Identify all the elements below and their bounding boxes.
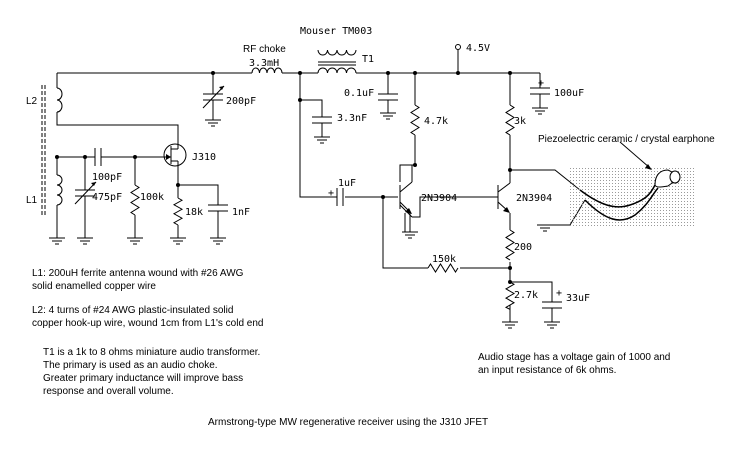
cap-475pf xyxy=(74,181,97,205)
resistor-200 xyxy=(505,229,515,261)
label-plus-1uf: + xyxy=(328,188,334,199)
label-rf-choke-value: 3.3mH xyxy=(249,58,279,69)
label-3k: 3k xyxy=(514,116,526,127)
label-475pf: 475pF xyxy=(92,192,122,203)
note-audio-line2: an input resistance of 6k ohms. xyxy=(478,365,616,376)
note-t1-line2: The primary is used as an audio choke. xyxy=(43,360,218,371)
label-33uf: 33uF xyxy=(566,293,590,304)
supply-terminal xyxy=(455,44,461,50)
resistor-2.7k xyxy=(504,281,516,310)
label-l2: L2 xyxy=(26,96,38,107)
label-200pf: 200pF xyxy=(226,96,256,107)
label-3.3nf: 3.3nF xyxy=(337,113,367,124)
label-rf-choke: RF choke xyxy=(243,44,286,55)
label-plus-100uf: + xyxy=(538,78,544,89)
resistor-18k xyxy=(172,197,184,226)
resistor-100k xyxy=(130,184,140,216)
earphone xyxy=(568,141,696,228)
label-1uf: 1uF xyxy=(338,178,356,189)
label-18k: 18k xyxy=(185,207,203,218)
coil-l2 xyxy=(56,87,63,113)
note-t1-line1: T1 is a 1k to 8 ohms miniature audio tra… xyxy=(43,347,260,358)
transistor-q2 xyxy=(490,182,511,213)
jfet-j310 xyxy=(160,143,187,167)
label-100k: 100k xyxy=(140,192,164,203)
label-100pf: 100pF xyxy=(92,172,122,183)
label-earphone: Piezoelectric ceramic / crystal earphone xyxy=(538,134,715,145)
note-t1-line4: response and overall volume. xyxy=(43,386,174,397)
label-1nf: 1nF xyxy=(232,207,250,218)
cap-0.1uf xyxy=(378,93,398,101)
cap-200pf xyxy=(202,85,225,109)
cap-33uf xyxy=(542,301,562,309)
label-j310: J310 xyxy=(192,152,216,163)
label-150k: 150k xyxy=(432,254,456,265)
cap-3.3nf xyxy=(312,116,332,124)
cap-1nf xyxy=(208,204,228,212)
label-2.7k: 2.7k xyxy=(514,290,538,301)
label-q1: 2N3904 xyxy=(421,193,457,204)
ferrite-rod xyxy=(41,85,46,215)
label-100uf: 100uF xyxy=(554,88,584,99)
ground-symbols xyxy=(48,107,561,329)
note-audio-line1: Audio stage has a voltage gain of 1000 a… xyxy=(478,352,670,363)
label-l1: L1 xyxy=(26,195,38,206)
coil-l1 xyxy=(56,174,63,206)
rf-choke xyxy=(251,67,283,74)
resistor-3k xyxy=(505,104,515,136)
junction-dots xyxy=(55,71,512,284)
note-l1-line1: L1: 200uH ferrite antenna wound with #26… xyxy=(32,268,244,279)
label-transformer: Mouser TM003 xyxy=(300,26,372,37)
note-l2-line2: copper hook-up wire, wound 1cm from L1's… xyxy=(32,318,263,329)
label-t1: T1 xyxy=(362,54,374,65)
note-l1-line2: solid enamelled copper wire xyxy=(32,281,156,292)
label-plus-33uf: + xyxy=(556,288,562,299)
note-l2-line1: L2: 4 turns of #24 AWG plastic-insulated… xyxy=(32,305,233,316)
label-supply: 4.5V xyxy=(466,43,490,54)
resistor-150k xyxy=(427,263,459,273)
transformer-t1 xyxy=(317,49,357,74)
label-200: 200 xyxy=(514,242,532,253)
note-t1-line3: Greater primary inductance will improve … xyxy=(43,373,243,384)
resistor-4.7k xyxy=(410,104,420,136)
cap-100pf xyxy=(94,148,110,166)
label-4.7k: 4.7k xyxy=(424,116,448,127)
cap-100uf xyxy=(530,87,550,95)
cap-1uf xyxy=(336,188,344,206)
label-q2: 2N3904 xyxy=(516,193,552,204)
caption: Armstrong-type MW regenerative receiver … xyxy=(208,417,488,428)
label-0.1uf: 0.1uF xyxy=(344,88,374,99)
transistor-q1 xyxy=(399,165,413,232)
